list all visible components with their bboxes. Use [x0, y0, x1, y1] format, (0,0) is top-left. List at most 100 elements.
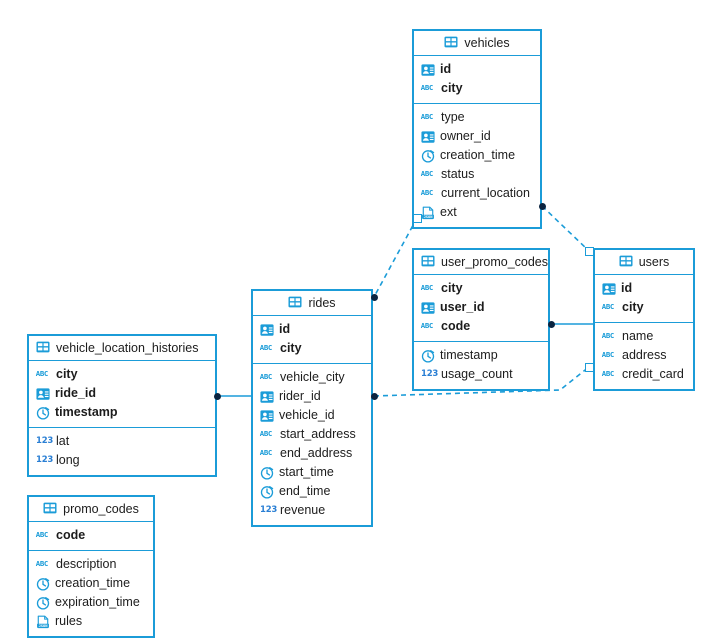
column-field-start_address[interactable]: ABC start_address: [253, 425, 371, 444]
string-type-icon: ABC: [35, 531, 49, 539]
string-type-icon: ABC: [601, 303, 615, 311]
relationship-dot-marker-vehicles-users-from: [538, 202, 546, 210]
relationship-dot-marker-rides-users-from: [370, 392, 378, 400]
primary-key-field-user_id[interactable]: user_id: [414, 298, 548, 317]
primary-key-field-timestamp[interactable]: timestamp: [29, 403, 215, 422]
field-label: expiration_time: [55, 595, 140, 610]
field-label: lat: [56, 434, 70, 449]
table-title-users[interactable]: users: [595, 250, 693, 275]
primary-key-field-id[interactable]: id: [595, 279, 693, 298]
field-label: usage_count: [441, 367, 513, 382]
primary-key-section: ABC code: [29, 522, 153, 550]
string-type-icon: ABC: [35, 370, 49, 378]
table-icon: [43, 502, 57, 516]
primary-key-field-ride_id[interactable]: ride_id: [29, 384, 215, 403]
relationship-line-vehicles-rides[interactable]: [373, 217, 418, 298]
key-id-icon: [421, 63, 435, 77]
table-title-rides[interactable]: rides: [253, 291, 371, 316]
table-title-user_promo_codes[interactable]: user_promo_codes: [414, 250, 548, 275]
field-label: user_id: [440, 300, 485, 315]
key-id-icon: [260, 409, 274, 423]
primary-key-field-city[interactable]: ABC city: [29, 365, 215, 384]
column-field-expiration_time[interactable]: expiration_time: [29, 593, 153, 612]
clock-icon: [36, 577, 50, 591]
column-field-timestamp[interactable]: timestamp: [414, 346, 548, 365]
string-type-icon: ABC: [259, 430, 273, 438]
column-field-end_time[interactable]: end_time: [253, 482, 371, 501]
primary-key-field-id[interactable]: id: [414, 60, 540, 79]
table-name-label: user_promo_codes: [441, 255, 549, 269]
primary-key-field-code[interactable]: ABC code: [29, 526, 153, 545]
string-type-icon: ABC: [35, 560, 49, 568]
field-label: timestamp: [440, 348, 498, 363]
string-type-icon: ABC: [259, 344, 273, 352]
field-label: owner_id: [440, 129, 491, 144]
column-field-vehicle_id[interactable]: vehicle_id: [253, 406, 371, 425]
column-field-creation_time[interactable]: creation_time: [414, 146, 540, 165]
field-label: start_address: [280, 427, 356, 442]
field-label: status: [441, 167, 475, 182]
field-label: current_location: [441, 186, 530, 201]
relationship-line-vehicles-users[interactable]: [541, 205, 590, 252]
column-field-current_location[interactable]: ABC current_location: [414, 184, 540, 203]
column-field-status[interactable]: ABC status: [414, 165, 540, 184]
field-label: rules: [55, 614, 83, 629]
string-type-icon: ABC: [420, 189, 434, 197]
table-title-vehicle_location_histories[interactable]: vehicle_location_histories: [29, 336, 215, 361]
primary-key-field-city[interactable]: ABC city: [595, 298, 693, 317]
field-label: creation_time: [440, 148, 516, 163]
field-label: city: [622, 300, 644, 315]
table-name-label: vehicles: [464, 36, 510, 50]
field-label: long: [56, 453, 80, 468]
string-type-icon: ABC: [259, 373, 273, 381]
field-label: credit_card: [622, 367, 684, 382]
string-type-icon: ABC: [420, 170, 434, 178]
field-label: address: [622, 348, 667, 363]
primary-key-field-id[interactable]: id: [253, 320, 371, 339]
field-label: end_address: [280, 446, 353, 461]
table-title-promo_codes[interactable]: promo_codes: [29, 497, 153, 522]
field-label: timestamp: [55, 405, 118, 420]
field-label: id: [279, 322, 291, 337]
relationship-square-marker-rides-users-to: [584, 362, 594, 372]
column-field-creation_time[interactable]: creation_time: [29, 574, 153, 593]
string-type-icon: ABC: [420, 284, 434, 292]
field-label: city: [280, 341, 302, 356]
table-name-label: users: [638, 255, 670, 269]
field-label: code: [56, 528, 86, 543]
clock-icon: [260, 485, 274, 499]
key-id-icon: [421, 130, 435, 144]
field-label: city: [56, 367, 78, 382]
table-title-vehicles[interactable]: vehicles: [414, 31, 540, 56]
primary-key-field-city[interactable]: ABC city: [253, 339, 371, 358]
field-label: revenue: [280, 503, 326, 518]
relationship-square-marker-vehicles-users-to: [584, 246, 594, 256]
column-field-owner_id[interactable]: owner_id: [414, 127, 540, 146]
column-field-rider_id[interactable]: rider_id: [253, 387, 371, 406]
column-field-start_time[interactable]: start_time: [253, 463, 371, 482]
